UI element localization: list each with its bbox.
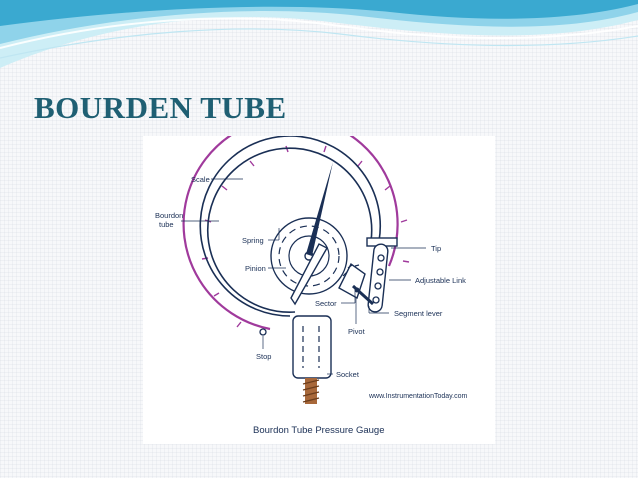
pointer	[306, 162, 333, 256]
label-sector: Sector	[315, 299, 337, 308]
label-pinion: Pinion	[245, 264, 266, 273]
label-socket: Socket	[336, 370, 360, 379]
label-bourdon-tube-line2: tube	[159, 220, 174, 229]
label-bourdon-tube-line1: Bourdon	[155, 211, 183, 220]
scale-arc	[182, 136, 399, 331]
header-waves-decoration	[0, 0, 638, 68]
scale-ticks	[201, 145, 410, 328]
bourdon-tube	[199, 136, 382, 317]
label-pivot: Pivot	[348, 327, 366, 336]
pinion-gear	[270, 217, 348, 295]
label-scale: Scale	[191, 175, 210, 184]
stop-marker	[259, 328, 267, 336]
slide-title: BOURDEN TUBE	[34, 90, 287, 125]
label-tip: Tip	[431, 244, 441, 253]
socket	[292, 315, 332, 404]
label-spring: Spring	[242, 236, 264, 245]
figure-caption: Bourdon Tube Pressure Gauge	[253, 425, 385, 436]
bourdon-gauge-diagram: Scale Bourdon tube Spring Pinion Sector …	[155, 136, 467, 436]
adjustable-link	[351, 237, 398, 313]
label-segment-lever: Segment lever	[394, 309, 443, 318]
label-adjustable-link: Adjustable Link	[415, 276, 466, 285]
website-credit: www.InstrumentationToday.com	[368, 393, 467, 400]
bourdon-gauge-figure: Scale Bourdon tube Spring Pinion Sector …	[143, 136, 495, 444]
label-stop: Stop	[256, 352, 271, 361]
